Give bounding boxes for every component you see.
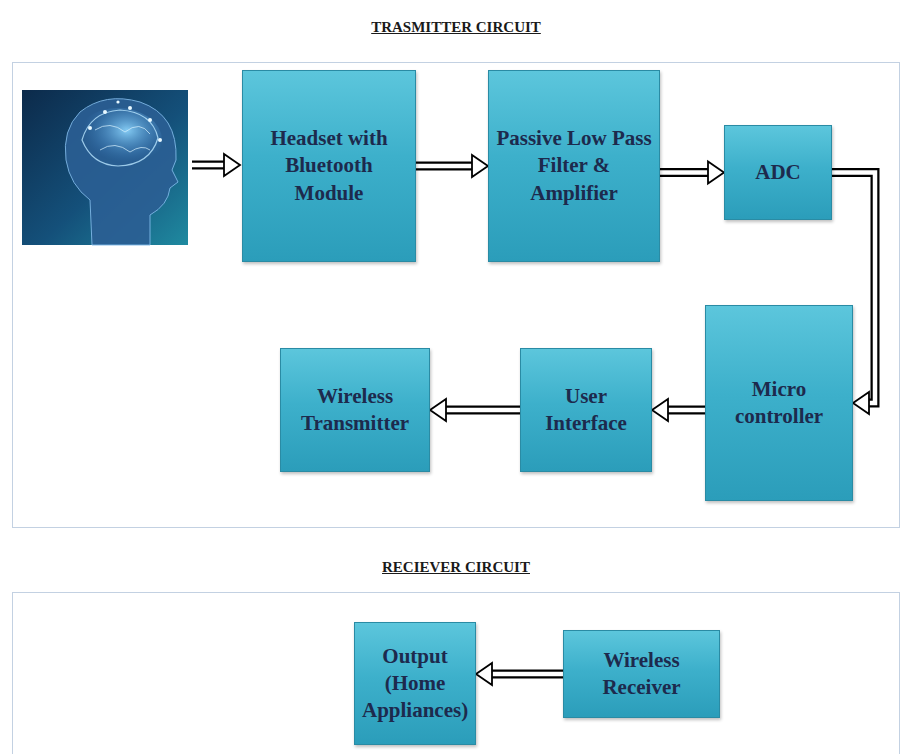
circuit-panel: RECIEVER CIRCUITOutput (Home Appliances)… — [12, 592, 900, 754]
input-arrow — [192, 154, 240, 176]
block-label: Output (Home Appliances) — [362, 643, 468, 725]
arrow-head — [430, 399, 446, 421]
block-label: Headset with Bluetooth Module — [250, 125, 408, 207]
block-label: Passive Low Pass Filter & Amplifier — [496, 125, 652, 207]
block-box: Output (Home Appliances) — [354, 622, 476, 745]
block-label: Micro controller — [713, 376, 845, 431]
arrow-head — [652, 399, 668, 421]
arrow-body — [444, 408, 520, 413]
brain-outline — [82, 110, 158, 166]
image-ground — [22, 90, 188, 245]
block-label: User Interface — [528, 383, 644, 438]
block-arrow — [430, 399, 520, 421]
arrow-body — [660, 170, 710, 175]
block-arrow — [660, 162, 724, 184]
arrow-outline — [660, 168, 710, 177]
block-box: Micro controller — [705, 305, 853, 501]
head-silhouette — [65, 99, 178, 245]
block-box: Passive Low Pass Filter & Amplifier — [488, 70, 660, 262]
arrow-head — [476, 663, 492, 685]
circuit-heading: TRASMITTER CIRCUIT — [13, 19, 899, 36]
arrow-outline — [444, 406, 520, 415]
arrow-outline — [666, 406, 705, 415]
block-label: Wireless Receiver — [571, 647, 712, 702]
arrow-head — [708, 162, 724, 184]
block-box: User Interface — [520, 348, 652, 472]
block-arrow — [476, 663, 563, 685]
block-box: Wireless Transmitter — [280, 348, 430, 472]
arrow-body — [490, 672, 563, 677]
arrow-body — [416, 164, 474, 169]
block-box: ADC — [724, 125, 832, 220]
arrow-outline — [490, 670, 563, 679]
circuit-heading: RECIEVER CIRCUIT — [13, 559, 899, 576]
electrode-dots — [88, 100, 162, 142]
block-box: Wireless Receiver — [563, 630, 720, 718]
arrow-outline — [416, 162, 474, 171]
arrow-head — [472, 155, 488, 177]
brain-folds — [95, 125, 150, 152]
brain-glow — [74, 108, 162, 172]
circuit-panel: TRASMITTER CIRCUITHeadset with Bluetooth… — [12, 62, 900, 528]
arrow-head — [853, 392, 869, 414]
block-arrow — [416, 155, 488, 177]
block-label: Wireless Transmitter — [288, 383, 422, 438]
block-arrow — [652, 399, 705, 421]
block-box: Headset with Bluetooth Module — [242, 70, 416, 262]
arrow-body — [666, 408, 705, 413]
block-label: ADC — [755, 159, 801, 186]
